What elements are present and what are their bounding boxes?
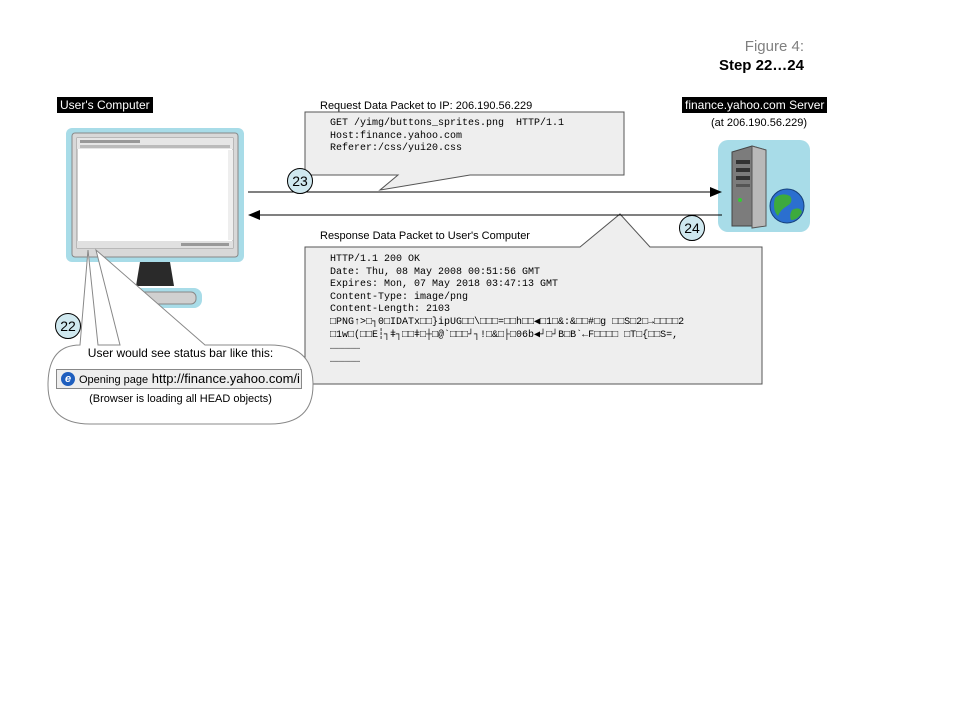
response-line: Date: Thu, 08 May 2008 00:51:56 GMT: [330, 266, 541, 278]
response-callout-box: [304, 213, 763, 385]
server-tower-icon: [718, 140, 810, 232]
globe-icon: [769, 188, 805, 224]
step-24-marker: 24: [679, 215, 705, 241]
response-arrowhead: [248, 210, 260, 220]
request-line: GET /yimg/buttons_sprites.png HTTP/1.1: [330, 118, 565, 129]
response-line: Expires: Mon, 07 May 2018 03:47:13 GMT: [330, 279, 559, 291]
server-label: finance.yahoo.com Server: [682, 97, 828, 113]
figure-label: Figure 4:: [744, 38, 804, 55]
status-callout-heading: User would see status bar like this:: [87, 346, 274, 360]
client-label: User's Computer: [57, 97, 153, 113]
response-line: □1w□(□□E┆┐ǂ┐□□ǂ□┼□@`□□□┘┐!□&□├□06b◀┘□┘B□…: [330, 329, 679, 341]
response-line: ……………: [330, 354, 361, 366]
request-line: Host:finance.yahoo.com: [330, 130, 463, 142]
status-callout-note: (Browser is loading all HEAD objects): [89, 393, 272, 405]
response-title: Response Data Packet to User's Computer: [320, 230, 530, 242]
status-bar-sample: e Opening page http://finance.yahoo.com/i: [56, 369, 302, 389]
request-arrowhead: [710, 187, 722, 197]
monitor-neck: [136, 262, 174, 286]
status-bar-prefix: Opening page: [79, 374, 149, 386]
response-line: Content-Type: image/png: [330, 291, 469, 303]
browser-toolbar: [77, 138, 233, 149]
response-line: HTTP/1.1 200 OK: [330, 254, 421, 265]
request-callout-box: [304, 111, 625, 191]
request-line: Referer:/css/yui20.css: [330, 143, 463, 155]
browser-address: [80, 145, 230, 148]
request-lines: GET /yimg/buttons_sprites.png HTTP/1.1 H…: [330, 118, 564, 156]
figure-step: Step 22…24: [718, 57, 804, 74]
browser-status-zone: [181, 243, 229, 246]
browser-scrollbar: [228, 150, 233, 240]
response-line: Content-Length: 2103: [330, 304, 451, 316]
response-line: □PNG↑>□┐0□IDATx□□}ipUG□□\□□□=□□h□□◀□1□&:…: [330, 316, 685, 328]
server-ip: (at 206.190.56.229): [711, 117, 808, 129]
step-22-marker: 22: [55, 313, 81, 339]
monitor-icon: [66, 128, 244, 308]
status-bar-url: http://finance.yahoo.com/i: [151, 371, 300, 386]
ie-icon: e: [61, 372, 75, 386]
step-23-marker: 23: [287, 168, 313, 194]
response-lines: HTTP/1.1 200 OK Date: Thu, 08 May 2008 0…: [330, 254, 684, 367]
request-title: Request Data Packet to IP: 206.190.56.22…: [320, 100, 533, 112]
browser-menu: [80, 140, 140, 143]
monitor-screen: [76, 137, 234, 249]
response-line: ……………: [330, 342, 361, 354]
browser-statusbar: [77, 241, 233, 248]
